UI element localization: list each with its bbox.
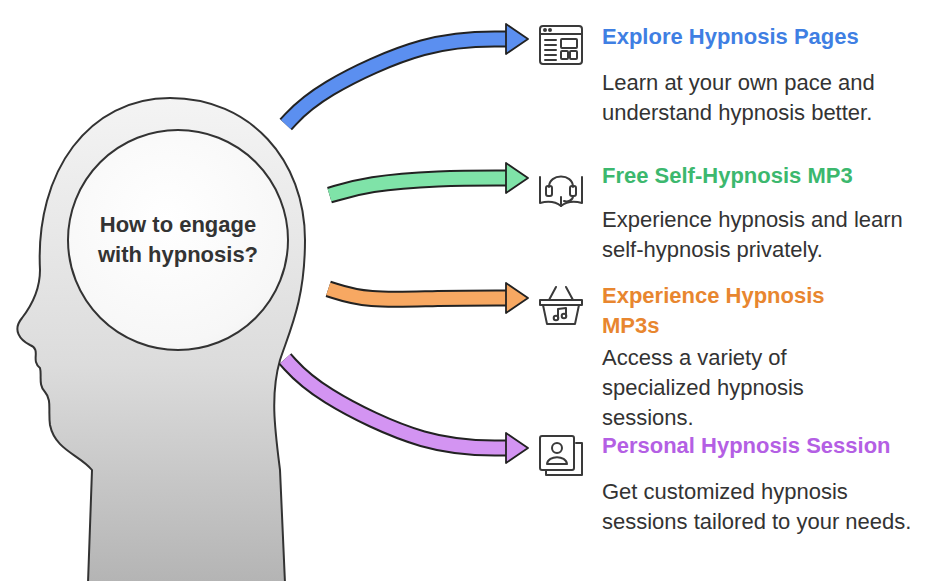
arrow-body <box>328 289 508 300</box>
arrow-body <box>329 178 508 195</box>
page-icon <box>536 22 586 70</box>
option-heading: Free Self-Hypnosis MP3 <box>602 161 922 191</box>
topic-circle: How to engage with hypnosis? <box>67 129 289 351</box>
curved-arrow <box>286 24 528 124</box>
arrow-outline <box>329 178 508 195</box>
arrow-outline <box>286 39 508 124</box>
arrow-head <box>506 433 528 463</box>
option-description: Access a variety of specialized hypnosis… <box>602 343 842 433</box>
option-heading: Personal Hypnosis Session <box>602 431 922 461</box>
arrow-outline <box>285 359 508 448</box>
arrow-head <box>506 24 528 54</box>
option-item: Personal Hypnosis SessionGet customized … <box>530 431 922 537</box>
audio-icon <box>536 161 586 209</box>
arrow-outline <box>328 289 508 300</box>
option-description: Get customized hypnosis sessions tailore… <box>602 477 922 537</box>
arrow-body <box>286 39 508 124</box>
arrow-head <box>506 283 528 313</box>
text-column: Free Self-Hypnosis MP3Experience hypnosi… <box>602 161 922 265</box>
text-column: Personal Hypnosis SessionGet customized … <box>602 431 922 537</box>
arrow-body <box>285 359 508 448</box>
option-description: Learn at your own pace and understand hy… <box>602 68 932 128</box>
person-icon <box>536 431 586 479</box>
option-heading: Experience Hypnosis MP3s <box>602 281 842 341</box>
curved-arrow <box>329 163 528 195</box>
head-outline <box>17 98 305 581</box>
curved-arrow <box>328 283 528 313</box>
option-item: Experience Hypnosis MP3sAccess a variety… <box>530 281 842 433</box>
arrow-head <box>506 163 528 193</box>
option-heading: Explore Hypnosis Pages <box>602 22 932 52</box>
option-item: Explore Hypnosis PagesLearn at your own … <box>530 22 932 128</box>
option-item: Free Self-Hypnosis MP3Experience hypnosi… <box>530 161 922 265</box>
basket-icon <box>536 281 586 329</box>
curved-arrow <box>285 359 528 463</box>
topic-label: How to engage with hypnosis? <box>90 210 266 270</box>
option-description: Experience hypnosis and learn self-hypno… <box>602 205 922 265</box>
text-column: Explore Hypnosis PagesLearn at your own … <box>602 22 932 128</box>
text-column: Experience Hypnosis MP3sAccess a variety… <box>602 281 842 433</box>
